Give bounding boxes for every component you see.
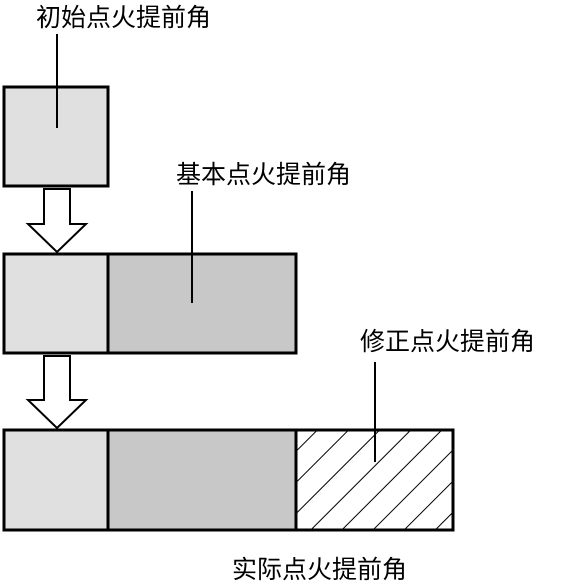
label-actual-advance-angle: 实际点火提前角 — [232, 555, 407, 584]
block-initial-row2 — [2, 252, 110, 355]
block-initial-row3 — [2, 428, 110, 532]
label-basic-advance-angle: 基本点火提前角 — [176, 160, 351, 189]
label-initial-advance-angle: 初始点火提前角 — [36, 3, 211, 32]
block-basic-row2 — [106, 252, 298, 355]
arrow-down-2 — [25, 355, 89, 430]
arrow-down-1 — [25, 188, 89, 254]
label-correction-advance-angle: 修正点火提前角 — [360, 327, 535, 356]
block-basic-row3 — [106, 428, 298, 532]
